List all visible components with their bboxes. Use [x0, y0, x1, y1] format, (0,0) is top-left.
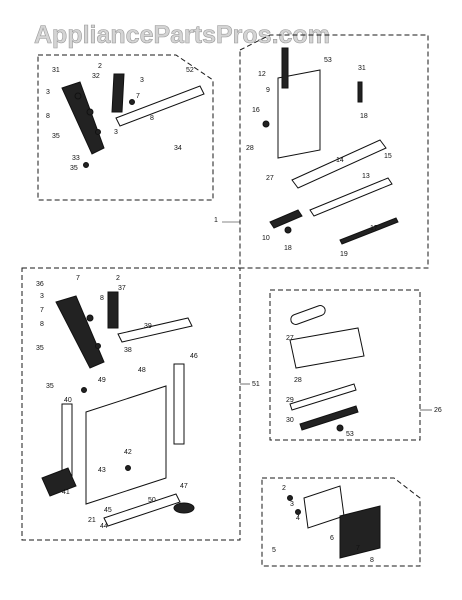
callout-label: 35 — [52, 133, 60, 140]
callout-label: 48 — [138, 367, 146, 374]
callout-label: 53 — [324, 57, 332, 64]
callout-label: 45 — [104, 507, 112, 514]
callouts-middle-right: 27 28 29 26 30 53 — [286, 335, 442, 438]
callout-label: 17 — [370, 225, 378, 232]
callout-label: 21 — [88, 517, 96, 524]
callout-label: 13 — [362, 173, 370, 180]
callout-label: 41 — [62, 489, 70, 496]
callout-label: 3 — [140, 77, 144, 84]
callout-label: 18 — [284, 245, 292, 252]
callout-label: 8 — [100, 295, 104, 302]
parts-top-left — [61, 73, 205, 168]
callout-label: 51 — [252, 381, 260, 388]
callout-label: 29 — [286, 397, 294, 404]
group-box-top-right — [239, 34, 429, 269]
callout-label: 44 — [100, 523, 108, 530]
callout-label: 8 — [150, 115, 154, 122]
callout-label: 15 — [384, 153, 392, 160]
callout-label: 37 — [118, 285, 126, 292]
callout-label: 10 — [262, 235, 270, 242]
callout-label: 47 — [180, 483, 188, 490]
callout-label: 9 — [266, 87, 270, 94]
callout-label: 2 — [98, 63, 102, 70]
callout-label: 42 — [124, 449, 132, 456]
callout-label: 8 — [46, 113, 50, 120]
parts-top-right — [262, 47, 399, 245]
callout-label: 28 — [246, 145, 254, 152]
callout-label: 2 — [116, 275, 120, 282]
callout-label: 3 — [40, 293, 44, 300]
callout-label: 53 — [346, 431, 354, 438]
callouts-top-left: 31 2 32 3 7 3 8 8 35 3 33 35 34 52 — [46, 63, 194, 172]
callout-label: 27 — [286, 335, 294, 342]
callout-label: 14 — [336, 157, 344, 164]
callout-label: 19 — [340, 251, 348, 258]
callout-label: 6 — [330, 535, 334, 542]
callout-label: 7 — [356, 545, 360, 552]
callout-label: 50 — [148, 497, 156, 504]
parts-middle-right — [289, 305, 365, 432]
callout-label: 31 — [52, 67, 60, 74]
callout-label: 32 — [92, 73, 100, 80]
callouts-bottom-right: 2 3 4 5 6 7 8 — [272, 485, 374, 564]
callout-label: 52 — [186, 67, 194, 74]
callout-label: 35 — [36, 345, 44, 352]
callout-label: 49 — [98, 377, 106, 384]
callout-label: 18 — [360, 113, 368, 120]
callout-label: 7 — [136, 93, 140, 100]
parts-bottom-right — [287, 485, 381, 559]
callout-label: 3 — [114, 129, 118, 136]
callout-label: 7 — [40, 307, 44, 314]
callout-label: 28 — [294, 377, 302, 384]
callout-label: 35 — [46, 383, 54, 390]
callout-label: 27 — [266, 175, 274, 182]
callout-label: 2 — [282, 485, 286, 492]
callout-label: 8 — [40, 321, 44, 328]
callouts-middle-left: 36 7 2 37 3 7 8 8 39 38 35 35 49 48 46 5… — [36, 275, 260, 530]
callout-label: 4 — [296, 515, 300, 522]
callout-label: 33 — [72, 155, 80, 162]
callouts-top-right: 12 53 9 31 16 18 28 27 14 15 13 1 10 18 … — [214, 57, 392, 258]
callout-label: 3 — [46, 89, 50, 96]
callout-label: 31 — [358, 65, 366, 72]
parts-middle-left — [41, 291, 195, 527]
callout-label: 43 — [98, 467, 106, 474]
callout-label: 34 — [174, 145, 182, 152]
callout-label: 30 — [286, 417, 294, 424]
callout-label: 39 — [144, 323, 152, 330]
callout-label: 8 — [370, 557, 374, 564]
callout-label: 26 — [434, 407, 442, 414]
group-box-middle-right — [269, 289, 421, 441]
callout-label: 12 — [258, 71, 266, 78]
callout-label: 5 — [272, 547, 276, 554]
group-box-middle-left — [21, 267, 241, 541]
callout-label: 38 — [124, 347, 132, 354]
callout-label: 40 — [64, 397, 72, 404]
callout-label: 7 — [76, 275, 80, 282]
callout-label: 36 — [36, 281, 44, 288]
callout-label: 3 — [290, 501, 294, 508]
group-box-top-left — [37, 54, 214, 201]
callout-label: 35 — [70, 165, 78, 172]
callout-label: 1 — [214, 217, 218, 224]
callout-label: 16 — [252, 107, 260, 114]
callout-label: 46 — [190, 353, 198, 360]
